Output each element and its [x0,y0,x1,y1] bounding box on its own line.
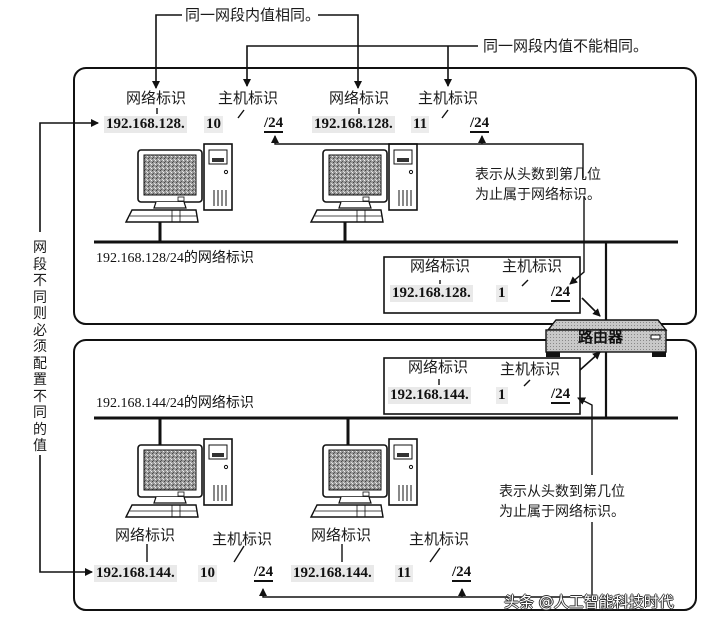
network-label-bottom: 192.168.144/24的网络标识 [96,396,254,411]
prefix-explanation-line: 表示从头数到第几位 [499,484,625,500]
callout-arrow-same [318,14,362,89]
host-id-label: 主机标识 [409,530,470,548]
network-id-label: 网络标识 [410,257,471,275]
router-label: 路由器 [578,328,624,346]
segment-box-bottom [73,339,697,611]
router-host-part: 1 [496,285,508,302]
prefix-arrow-top [271,135,584,178]
router-prefix: /24 [551,284,571,302]
router-device-icon [545,319,668,357]
host-id-label: 主机标识 [218,89,279,107]
host-host-part: 11 [395,565,414,582]
host-id-label: 主机标识 [418,89,479,107]
host-network-part: 192.168.128. [312,116,395,133]
segment-rule-arrow-bottom [39,455,93,576]
desktop-computer-icon [310,143,418,223]
callout-same-in-segment: 同一网段内值相同。 [185,6,321,24]
network-id-label: 网络标识 [311,526,372,544]
prefix-arrow-bottom [259,522,593,598]
host-host-part: 10 [204,116,223,133]
prefix-arrow-router-top [569,196,585,285]
network-id-label: 网络标识 [115,526,176,544]
host-prefix: /24 [254,564,274,582]
desktop-computer-icon [125,438,233,518]
host-prefix: /24 [264,115,284,133]
host-id-label: 主机标识 [500,360,561,378]
router-prefix: /24 [551,386,571,404]
network-id-label: 网络标识 [408,358,469,376]
prefix-explanation-line: 为止属于网络标识。 [499,504,625,520]
segment-rule-arrow-top [39,119,99,232]
router-network-part: 192.168.144. [388,387,471,404]
router-network-part: 192.168.128. [390,285,473,302]
network-id-label: 网络标识 [329,89,390,107]
host-host-part: 11 [411,116,430,133]
desktop-computer-icon [125,143,233,223]
host-host-part: 10 [198,565,217,582]
prefix-explanation-line: 表示从头数到第几位 [475,167,601,183]
callout-arrow-not-same [243,45,478,87]
host-id-label: 主机标识 [212,530,273,548]
callout-arrow-same [152,14,182,89]
desktop-computer-icon [310,438,418,518]
host-network-part: 192.168.128. [104,116,187,133]
segment-box-top [73,67,697,325]
watermark: 头条 @人工智能科技时代 [504,593,674,611]
prefix-explanation-top: 表示从头数到第几位为止属于网络标识。 [475,165,601,205]
network-id-label: 网络标识 [126,89,187,107]
host-prefix: /24 [470,115,490,133]
prefix-arrow-router-bottom [577,397,593,475]
host-network-part: 192.168.144. [291,565,374,582]
prefix-explanation-bottom: 表示从头数到第几位为止属于网络标识。 [499,482,625,522]
callout-not-same-in-segment: 同一网段内值不能相同。 [483,37,649,55]
segment-rule-vertical: 网段不同则必须配置不同的值 [32,240,48,455]
network-label-top: 192.168.128/24的网络标识 [96,251,254,266]
host-id-label: 主机标识 [502,257,563,275]
host-network-part: 192.168.144. [94,565,177,582]
router-interface-box-bottom [383,357,581,415]
router-host-part: 1 [496,387,508,404]
host-prefix: /24 [452,564,472,582]
prefix-explanation-line: 为止属于网络标识。 [475,187,601,203]
